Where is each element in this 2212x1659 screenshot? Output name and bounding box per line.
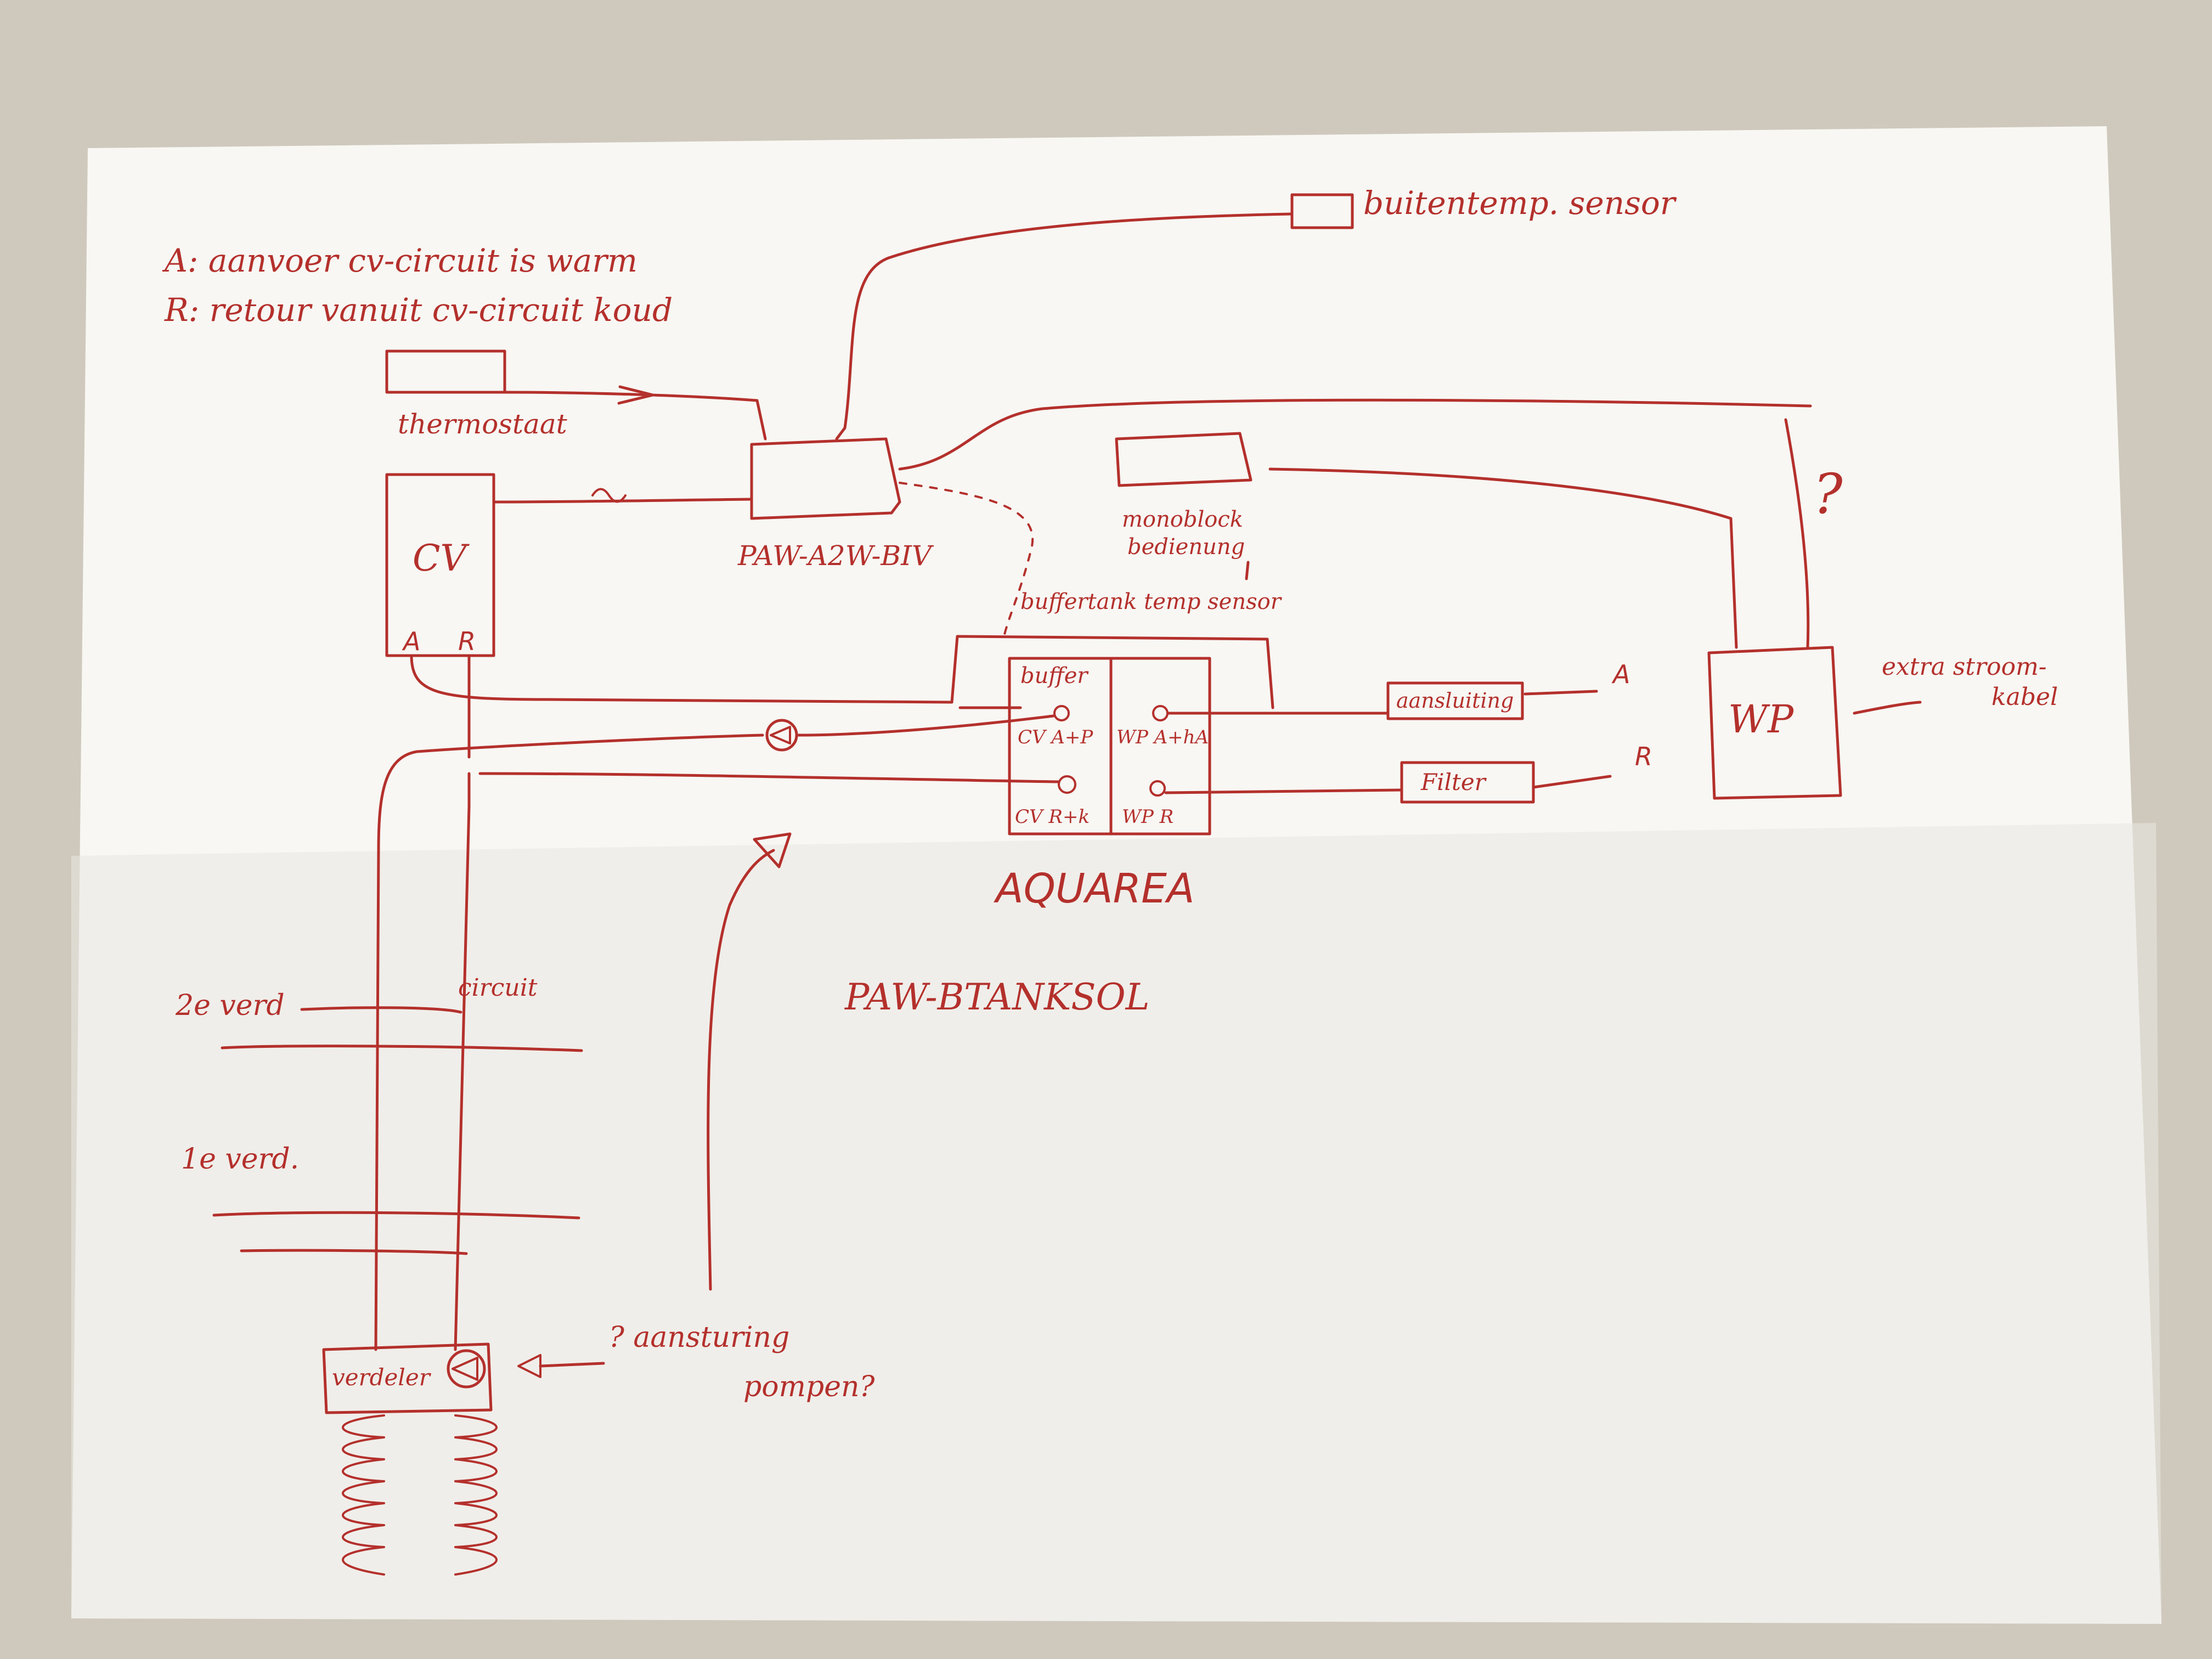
- legend-a-line: A: aanvoer cv-circuit is warm: [162, 242, 637, 279]
- pump-control-line: [539, 1362, 605, 1368]
- thermostaat-arrow: [617, 385, 654, 405]
- question-mark: ?: [1813, 462, 1843, 526]
- port-cv-rtk: [1058, 775, 1076, 794]
- cv-a-label: A: [402, 627, 420, 656]
- pump-triangle: [770, 726, 791, 744]
- verd-1-line-a: [212, 1211, 580, 1220]
- verdeler-label: verdeler: [332, 1364, 432, 1391]
- pipe-aanvoer-cv: [410, 654, 953, 704]
- pipe-buffer-to-filter: [1164, 788, 1403, 794]
- filter-box: [1400, 761, 1535, 804]
- extra-cable-line: [1853, 701, 1922, 715]
- monoblock-box: [1115, 432, 1252, 487]
- monoblock-tick: [1245, 561, 1250, 580]
- verd-1-line-b: [240, 1249, 468, 1255]
- buitentemp-sensor-label: buitentemp. sensor: [1363, 184, 1677, 222]
- monoblock-label-2: bedienung: [1127, 534, 1245, 560]
- cv-rtk-label: CV R+k: [1015, 806, 1090, 828]
- buffer-label: buffer: [1020, 663, 1089, 689]
- wp-label: WP: [1728, 697, 1795, 742]
- pipe-return-to-buffer: [478, 772, 1060, 783]
- cv-r-label: R: [458, 627, 476, 656]
- floor-coil-right: [454, 1414, 498, 1576]
- verd-2-line-b: [300, 1006, 462, 1014]
- cv-label: CV: [413, 537, 470, 579]
- thermostaat-box: [385, 349, 506, 394]
- monoblock-label-1: monoblock: [1122, 507, 1243, 532]
- pipe-return-main: [454, 772, 471, 1351]
- verdeler-pump-triangle: [452, 1357, 478, 1381]
- wp-atha-label: WP A+hA: [1116, 726, 1209, 748]
- control-arrowhead: [753, 832, 792, 868]
- wp-r-label: WP R: [1122, 806, 1173, 828]
- extra-kabel-label-1: extra stroom-: [1882, 653, 2047, 681]
- cv-atp-label: CV A+P: [1018, 726, 1093, 748]
- circuit-label: circuit: [458, 974, 538, 1002]
- port-wp-r: [1149, 780, 1166, 797]
- sensor-wire: [835, 212, 1294, 441]
- floor-coil-left: [342, 1414, 385, 1576]
- aansturing-label: ? aansturing: [609, 1321, 789, 1354]
- verdeler-box: [322, 1342, 493, 1414]
- buffer-top-loop: [956, 635, 1274, 709]
- out-r-line: [1532, 775, 1612, 789]
- paw-a2w-biv-box: [750, 437, 901, 520]
- out-a-line: [1523, 690, 1598, 696]
- monoblock-cable: [1268, 467, 1738, 649]
- verd-1-label: 1e verd.: [181, 1143, 299, 1176]
- pipe-pump-to-buffer: [797, 714, 1055, 737]
- out-a-label: A: [1611, 659, 1630, 689]
- port-cv-atp: [1053, 705, 1070, 721]
- wp-box: [1707, 646, 1842, 800]
- cv-wire-squiggle: [591, 488, 627, 503]
- biv-to-wp-cable: [898, 398, 1812, 471]
- control-arrow-line: [707, 849, 775, 1291]
- legend-r-line: R: retour vanuit cv-circuit koud: [164, 291, 673, 329]
- paw-btanksol-label: PAW-BTANKSOL: [844, 976, 1149, 1018]
- verdeler-pump-icon: [447, 1349, 486, 1389]
- pipe-supply-main: [374, 733, 764, 1351]
- verd-2-line-a: [221, 1045, 583, 1052]
- buitentemp-sensor-box: [1290, 193, 1354, 229]
- circulation-pump-icon: [765, 719, 798, 752]
- extra-kabel-label-2: kabel: [1991, 683, 2058, 711]
- aquarea-label: AQUAREA: [994, 865, 1194, 912]
- buffer-left-loop: [950, 635, 959, 704]
- pompen-label: pompen?: [743, 1370, 875, 1403]
- verd-2-label: 2e verd: [175, 989, 285, 1022]
- thermostaat-label: thermostaat: [398, 408, 568, 440]
- paper-shadow: [71, 823, 2162, 1624]
- aansluiting-box: [1386, 681, 1524, 720]
- buffertank-sensor-label: buffertank temp sensor: [1020, 589, 1283, 614]
- thermostaat-wire: [503, 391, 767, 441]
- filter-label: Filter: [1420, 769, 1487, 795]
- paw-a2w-biv-label: PAW-A2W-BIV: [737, 540, 934, 572]
- unknown-cable: [1784, 418, 1810, 649]
- out-r-label: R: [1635, 742, 1652, 771]
- aansluiting-label: aansluiting: [1396, 689, 1514, 713]
